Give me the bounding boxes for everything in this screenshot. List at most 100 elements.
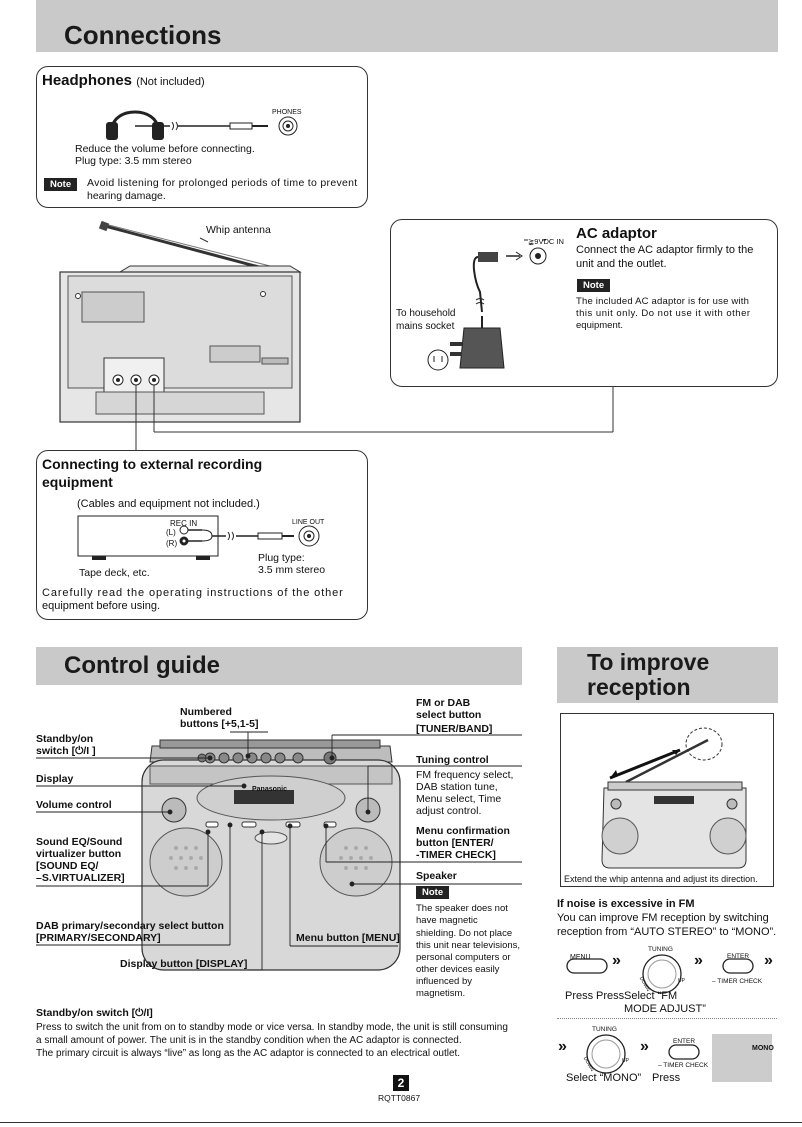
label-display: Display xyxy=(36,773,74,785)
noise-line-1: You can improve FM reception by switchin… xyxy=(557,912,769,924)
whip-antenna-label: Whip antenna xyxy=(206,224,271,236)
step2-arrow-1: » xyxy=(558,1038,567,1055)
standby-text-line-3: The primary circuit is always “live” as … xyxy=(36,1048,461,1059)
speaker-note-line-3: shielding. Do not place xyxy=(416,928,513,939)
household-line-2: mains socket xyxy=(396,321,455,332)
ac-adaptor-illustration xyxy=(427,239,547,371)
label-fm-dab-1: FM or DAB xyxy=(416,697,471,709)
headphones-heading-text: Headphones xyxy=(42,72,133,89)
page-bottom-rule xyxy=(0,1122,802,1123)
plug-type-line-2: 3.5 mm stereo xyxy=(258,564,326,576)
ac-adaptor-note-badge: Note xyxy=(577,279,611,292)
external-subtitle: (Cables and equipment not included.) xyxy=(77,498,260,510)
label-menu-conf-1: Menu confirmation xyxy=(416,825,510,837)
doc-code: RQTT0867 xyxy=(378,1093,421,1103)
page-number: 2 xyxy=(393,1075,409,1091)
phones-jack-label: PHONES xyxy=(272,109,302,116)
label-standby-1: Standby/on xyxy=(36,733,94,745)
step1-arrow-3: » xyxy=(764,952,773,969)
ac-adaptor-note-line-3: equipment. xyxy=(576,320,624,331)
headphones-line-2: Plug type: 3.5 mm stereo xyxy=(75,155,192,167)
external-instruction-line-2: equipment before using. xyxy=(42,600,161,612)
tuning-knob-2-illustration xyxy=(586,1034,626,1074)
step1-select-2: MODE ADJUST” xyxy=(624,1003,706,1015)
speaker-note-badge: Note xyxy=(416,886,450,899)
label-sound-4: –S.VIRTUALIZER] xyxy=(36,872,125,884)
label-tuning-desc-3: Menu select, Time xyxy=(416,793,502,805)
menu-button-label: MENU xyxy=(570,954,591,961)
label-menu-button: Menu button [MENU] xyxy=(296,932,400,944)
enter-button-2-label: ENTER xyxy=(673,1038,696,1045)
step1-press: Press xyxy=(565,990,594,1002)
label-numbered-1: Numbered xyxy=(180,706,232,718)
label-fm-dab-2: select button xyxy=(416,709,482,721)
rec-in-left-label: (L) xyxy=(166,528,176,537)
reception-caption: Extend the whip antenna and adjust its d… xyxy=(564,874,758,884)
tuning-knob-2-up: UP xyxy=(622,1058,629,1064)
label-sound-2: virtualizer button xyxy=(36,848,122,860)
rec-in-label: REC IN xyxy=(170,519,198,528)
headphones-heading-suffix: (Not included) xyxy=(136,76,205,88)
speaker-note-line-5: personal computers or xyxy=(416,952,511,963)
step1-arrow-2: » xyxy=(694,952,703,969)
ac-adaptor-heading: AC adaptor xyxy=(576,225,657,242)
external-instruction-line-1: Carefully read the operating instruction… xyxy=(42,587,344,599)
reception-title-line-2: reception xyxy=(587,674,691,700)
step1-select-1: Select “FM xyxy=(624,990,678,1002)
label-sound-3: [SOUND EQ/ xyxy=(36,860,99,872)
label-tuning-desc-1: FM frequency select, xyxy=(416,769,514,781)
enter-timer-check-label: – TIMER CHECK xyxy=(712,978,763,985)
tuning-knob-label: TUNING xyxy=(648,946,673,953)
label-fm-dab-3: [TUNER/BAND] xyxy=(416,723,493,735)
label-dab-1: DAB primary/secondary select button xyxy=(36,920,224,932)
step1-arrow-1: » xyxy=(612,952,621,969)
headphones-line-1: Reduce the volume before connecting. xyxy=(75,143,255,155)
control-guide-title: Control guide xyxy=(64,652,220,679)
control-guide-header-bar xyxy=(36,647,522,685)
label-sound-1: Sound EQ/Sound xyxy=(36,836,123,848)
speaker-note-line-4: this unit near televisions, xyxy=(416,940,521,951)
external-heading-line-1: Connecting to external recording xyxy=(42,456,263,472)
tuning-knob-2-label: TUNING xyxy=(592,1026,617,1033)
label-menu-conf-3: -TIMER CHECK] xyxy=(416,849,496,861)
step-divider xyxy=(557,1018,777,1019)
mono-display-panel xyxy=(712,1034,772,1082)
radio-back-illustration xyxy=(59,220,614,450)
step2-select: Select “MONO” xyxy=(566,1072,642,1084)
enter-button-label: ENTER xyxy=(727,953,750,960)
speaker-note-line-2: have magnetic xyxy=(416,915,478,926)
label-tuning-desc-4: adjust control. xyxy=(416,805,482,817)
mono-display-text: MONO xyxy=(752,1045,774,1052)
radio-brand-label: Panasonic xyxy=(252,786,288,793)
connections-title: Connections xyxy=(64,20,222,50)
noise-heading: If noise is excessive in FM xyxy=(557,898,695,910)
ac-adaptor-note-line-2: this unit only. Do not use it with other xyxy=(576,308,751,319)
ac-adaptor-box xyxy=(390,219,778,387)
tuning-knob-up: UP xyxy=(678,978,685,984)
reception-image-frame xyxy=(560,713,774,887)
rec-in-right-label: (R) xyxy=(166,539,178,548)
label-speaker: Speaker xyxy=(416,870,457,882)
ac-adaptor-line-2: unit and the outlet. xyxy=(576,258,667,270)
plug-type-line-1: Plug type: xyxy=(258,552,305,564)
enter-2-timer-check-label: – TIMER CHECK xyxy=(658,1062,709,1069)
noise-line-2: reception from “AUTO STEREO” to “MONO”. xyxy=(557,926,777,938)
speaker-note-line-6: other devices easily xyxy=(416,964,500,975)
ac-adaptor-note-line-1: The included AC adaptor is for use with xyxy=(576,296,750,307)
menu-button-illustration xyxy=(566,958,608,974)
step1-press-2: Press xyxy=(596,990,625,1002)
tape-deck-illustration xyxy=(77,515,320,560)
headphones-note-line-1: Avoid listening for prolonged periods of… xyxy=(87,177,358,189)
label-standby-2: switch [⏻/I ] xyxy=(36,745,96,757)
dc-in-jack-label: ≩9VDC IN xyxy=(528,237,564,246)
standby-text-line-1: Press to switch the unit from on to stan… xyxy=(36,1022,508,1033)
reception-radio-illustration xyxy=(601,727,747,869)
tuning-knob-illustration xyxy=(642,954,682,994)
enter-button-illustration xyxy=(722,958,754,974)
label-volume: Volume control xyxy=(36,799,112,811)
label-dab-2: [PRIMARY/SECONDARY] xyxy=(36,932,161,944)
label-tuning-desc-2: DAB station tune, xyxy=(416,781,498,793)
connections-header-bar xyxy=(36,0,778,52)
enter-button-2-illustration xyxy=(668,1044,700,1060)
